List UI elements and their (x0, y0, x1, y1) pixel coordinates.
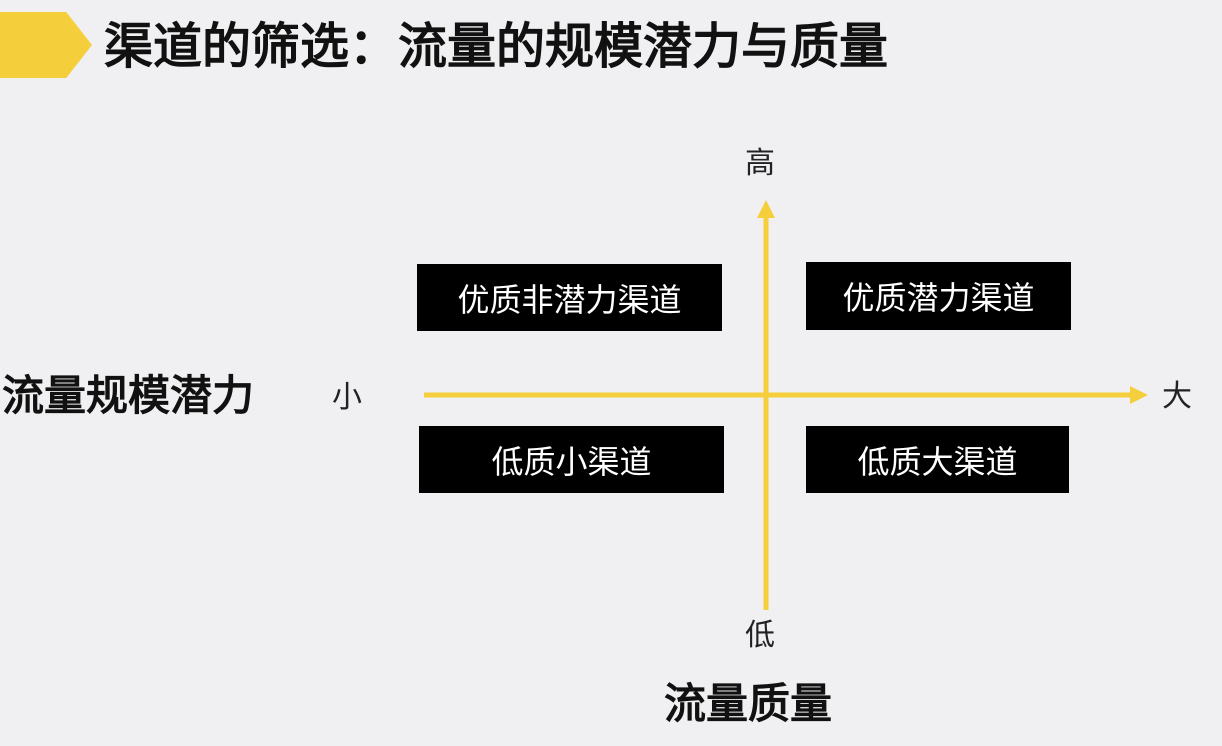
quadrant-top-right: 优质潜力渠道 (806, 262, 1071, 330)
x-axis-max-label: 大 (1162, 379, 1192, 414)
x-axis-arrow (1130, 386, 1148, 404)
y-axis-arrow (757, 200, 775, 218)
y-axis-title: 流量质量 (664, 679, 833, 728)
x-axis-title: 流量规模潜力 (2, 371, 255, 420)
quadrant-bottom-right: 低质大渠道 (806, 426, 1069, 493)
page-title: 渠道的筛选：流量的规模潜力与质量 (104, 18, 889, 75)
y-axis-max-label: 高 (745, 146, 775, 181)
quadrant-top-left: 优质非潜力渠道 (417, 264, 722, 331)
y-axis-min-label: 低 (745, 618, 775, 653)
x-axis-min-label: 小 (332, 380, 362, 415)
quadrant-bottom-left: 低质小渠道 (419, 426, 724, 493)
